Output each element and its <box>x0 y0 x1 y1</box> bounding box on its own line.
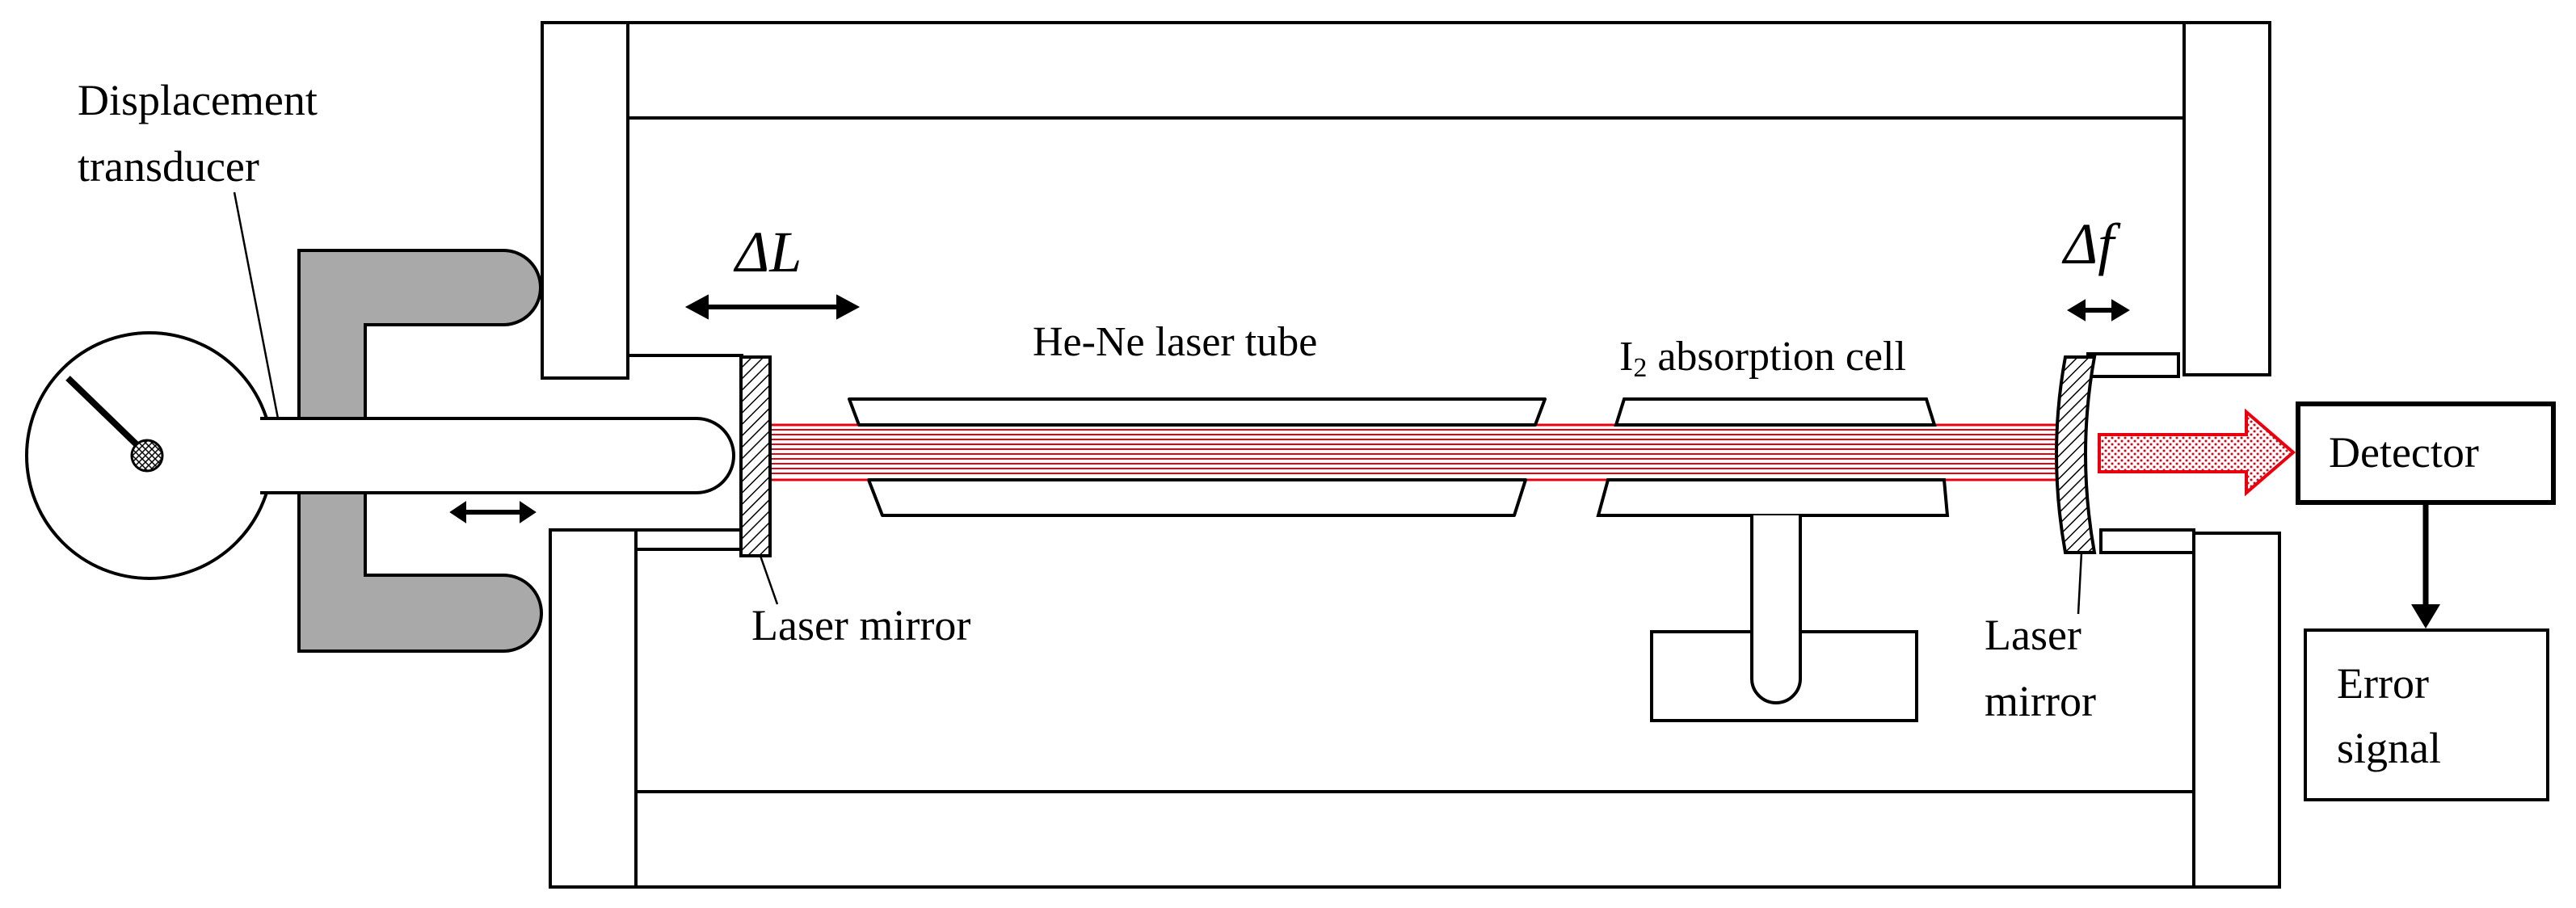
laser-beam <box>768 423 2075 481</box>
absorption-cell-subscript: 2 <box>1633 353 1647 383</box>
absorption-cell-label-rest: absorption cell <box>1647 334 1906 380</box>
left-mirror-leader <box>759 555 779 605</box>
upper-frame-left-post <box>541 21 629 380</box>
displacement-transducer-label-line2: transducer <box>78 142 259 191</box>
transducer-hub <box>130 439 164 473</box>
delta-L-label: ΔL <box>733 220 802 284</box>
upper-frame <box>541 21 2271 380</box>
transducer-leader-line <box>233 191 280 419</box>
actuator-bracket <box>297 249 543 653</box>
lower-frame-bottom-beam <box>634 790 2195 889</box>
error-signal-label-line2: signal <box>2337 724 2441 772</box>
upper-frame-interior <box>626 118 743 357</box>
transducer-plunger-rod <box>260 417 735 494</box>
error-signal-box <box>2304 628 2549 801</box>
he-ne-laser-tube <box>848 397 1547 517</box>
detector-box <box>2296 401 2556 505</box>
lower-frame-right-post <box>2192 532 2281 889</box>
absorption-cell <box>1596 397 1950 722</box>
absorption-cell-label: I2 absorption cell <box>1619 334 1906 383</box>
output-beam-arrow <box>2098 408 2296 497</box>
lower-right-mirror-mount <box>2099 528 2195 554</box>
laser-tube-label: He-Ne laser tube <box>1033 319 1317 365</box>
upper-frame-right-post <box>2182 21 2271 376</box>
left-mirror-label: Laser mirror <box>751 601 970 649</box>
left-laser-mirror <box>739 355 772 557</box>
delta-L-arrow <box>684 294 861 320</box>
displacement-transducer <box>25 331 274 580</box>
plunger-motion-arrow <box>449 501 537 523</box>
delta-f-label: Δf <box>2061 212 2121 276</box>
absorption-cell-symbol: I <box>1619 334 1633 380</box>
upper-frame-top-beam <box>626 21 2186 120</box>
right-laser-mirror <box>2055 355 2097 554</box>
upper-right-mirror-mount <box>2086 352 2180 378</box>
absorption-cell-stem <box>1750 515 1802 704</box>
displacement-transducer-label-line1: Displacement <box>78 76 318 124</box>
detector-label: Detector <box>2329 428 2479 477</box>
right-mirror-label-line2: mirror <box>1985 677 2096 725</box>
right-mirror-label-line1: Laser <box>1985 611 2081 659</box>
delta-f-arrow <box>2067 299 2130 322</box>
detector-to-error-arrowhead <box>2411 604 2440 628</box>
lower-frame-left-post <box>549 528 638 889</box>
error-signal-label-line1: Error <box>2337 659 2429 708</box>
right-mirror-leader <box>2077 552 2083 615</box>
lower-left-mirror-mount <box>634 528 744 551</box>
transducer-needle <box>65 376 145 452</box>
lower-frame <box>549 528 2281 889</box>
